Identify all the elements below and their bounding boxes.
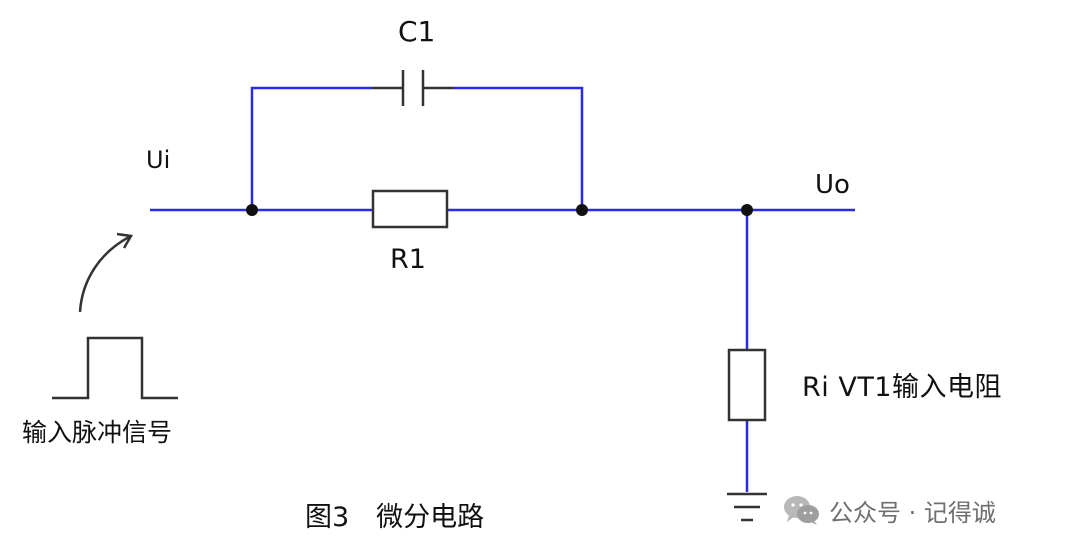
junction-dot [246,204,258,216]
resistor-r1 [371,189,449,229]
arrow-head [116,232,134,249]
output-voltage-label: Uo [815,170,850,200]
pulse-waveform [52,336,178,400]
capacitor-c1 [372,70,454,106]
input-resistance-label: Ri VT1输入电阻 [802,372,1002,403]
c1-left-wire [250,86,372,210]
c1-right-wire [454,86,584,210]
input-signal-label: 输入脉冲信号 [22,418,173,447]
resistor-ri [727,348,767,422]
watermark-text: 公众号 · 记得诚 [829,498,996,527]
junction-dot [741,204,753,216]
resistor-label: R1 [390,244,426,275]
wechat-icon [784,496,819,525]
junctions [246,204,753,216]
input-voltage-label: Ui [146,146,171,174]
figure-caption: 图3 微分电路 [305,502,485,533]
wires [150,86,855,492]
junction-dot [576,204,588,216]
watermark: 公众号 · 记得诚 [783,492,996,528]
capacitor-label: C1 [398,15,436,48]
ground-symbol [727,492,767,522]
input-arrow [78,232,134,313]
